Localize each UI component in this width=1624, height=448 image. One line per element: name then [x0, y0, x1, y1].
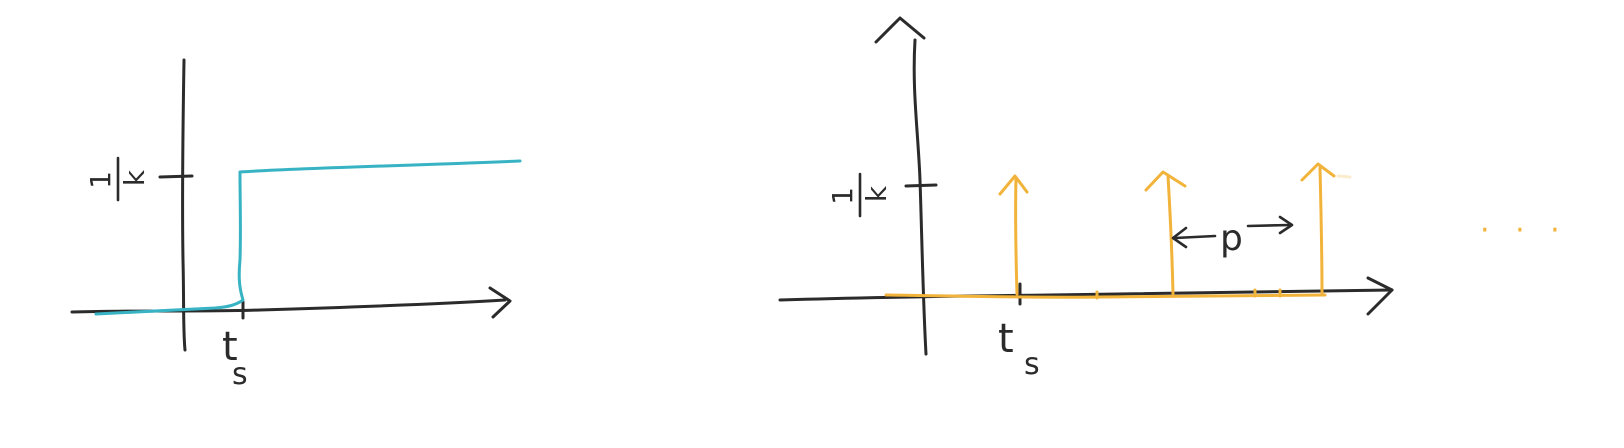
- left-tick-denominator: k: [118, 169, 151, 186]
- right-x-label-main: t: [998, 316, 1014, 362]
- right-impulse-3-ghost: [1336, 174, 1352, 179]
- left-x-label-sub: s: [232, 357, 248, 392]
- right-x-axis: [778, 288, 1394, 302]
- left-tick-label: 1 k: [84, 156, 151, 202]
- right-x-label-sub: s: [1024, 347, 1040, 382]
- left-x-label: t s: [222, 324, 248, 392]
- right-continuation-dots: · · ·: [1480, 213, 1568, 248]
- right-impulse-3: [1318, 166, 1324, 296]
- left-x-arrowhead: [488, 286, 512, 319]
- right-x-arrowhead: [1366, 276, 1394, 316]
- right-impulse-3-head: [1300, 162, 1336, 182]
- left-y-axis: [181, 58, 187, 352]
- right-period-annotation: p: [1171, 215, 1294, 259]
- right-impulse-1: [1014, 176, 1019, 296]
- period-right-arrowhead: [1278, 215, 1294, 235]
- right-x-label: t s: [998, 316, 1040, 382]
- period-left-arrowhead: [1171, 226, 1188, 249]
- left-x-axis: [70, 298, 507, 314]
- left-tick-numerator: 1: [84, 171, 117, 189]
- period-left-arrow: [1173, 234, 1217, 240]
- right-impulse-baseline: [884, 293, 1327, 299]
- left-step-curve: [94, 159, 522, 316]
- right-plot: p · · · 1 k t s: [778, 16, 1568, 382]
- right-impulse-2: [1166, 174, 1175, 296]
- left-x-label-main: t: [222, 324, 238, 370]
- period-label: p: [1220, 218, 1243, 259]
- right-y-tick: [904, 183, 938, 188]
- right-tick-numerator: 1: [826, 187, 859, 205]
- right-y-arrowhead: [874, 16, 926, 44]
- left-y-tick: [158, 174, 194, 179]
- right-tick-denominator: k: [860, 185, 893, 202]
- period-right-arrow: [1246, 223, 1292, 228]
- right-y-axis: [912, 38, 928, 356]
- right-impulse-1-head: [998, 174, 1029, 196]
- right-tick-label: 1 k: [826, 172, 893, 218]
- right-impulse-2-head: [1144, 170, 1187, 192]
- left-plot: 1 k t s: [70, 58, 522, 392]
